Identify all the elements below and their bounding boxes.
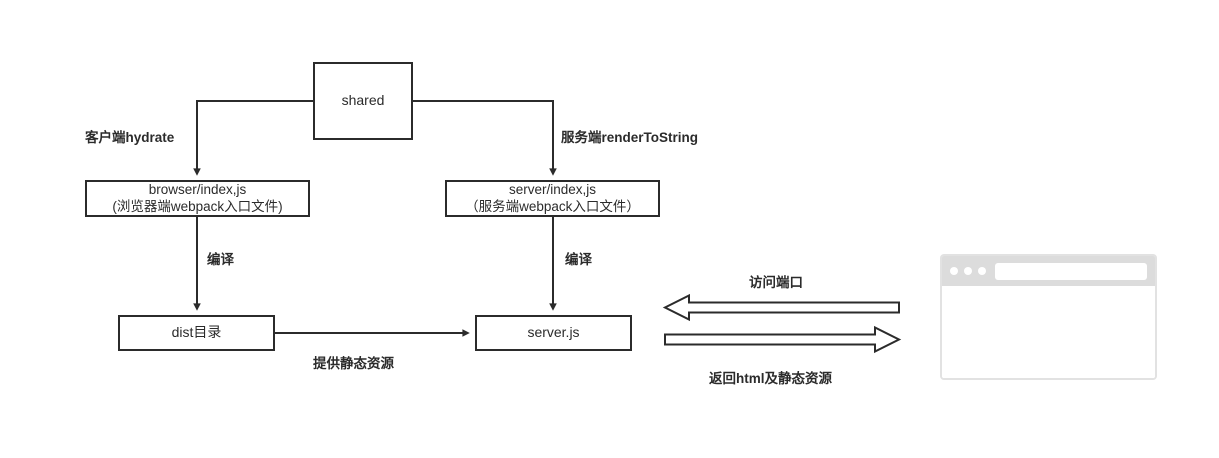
edge-label-access-port: 访问端口 <box>749 275 803 290</box>
edge-label-return-html: 返回html及静态资源 <box>709 371 832 386</box>
node-shared-label: shared <box>341 92 385 109</box>
node-server-entry-line1: server/index,js <box>508 181 597 197</box>
edge-label-compile-right: 编译 <box>565 252 592 267</box>
browser-traffic-lights <box>950 267 986 275</box>
edge-label-serve-static: 提供静态资源 <box>313 356 394 371</box>
browser-window-mockup <box>940 254 1157 380</box>
browser-minimize-dot-icon[interactable] <box>964 267 972 275</box>
edge-shared-to-browser-entry <box>193 100 313 176</box>
node-browser-entry-line1: browser/index,js <box>148 181 247 197</box>
edge-label-server-render: 服务端renderToString <box>561 130 699 145</box>
edge-label-client-hydrate: 客户端hydrate <box>85 130 175 145</box>
node-server-entry-line2: （服务端webpack入口文件） <box>465 198 640 214</box>
node-server-js: server.js <box>475 315 632 351</box>
browser-url-input[interactable] <box>995 262 1147 280</box>
node-dist-directory: dist目录 <box>118 315 275 351</box>
edge-shared-to-server-entry <box>413 100 557 176</box>
browser-titlebar <box>942 256 1155 286</box>
browser-content-area <box>942 286 1155 378</box>
block-arrow-access-port <box>662 293 900 322</box>
edge-label-compile-left: 编译 <box>207 252 234 267</box>
browser-close-dot-icon[interactable] <box>950 267 958 275</box>
node-browser-entry-line2: (浏览器端webpack入口文件) <box>112 198 283 214</box>
node-browser-entry: browser/index,js (浏览器端webpack入口文件) <box>85 180 310 217</box>
node-server-entry: server/index,js （服务端webpack入口文件） <box>445 180 660 217</box>
node-dist-label: dist目录 <box>171 324 222 341</box>
block-arrow-return-html <box>664 325 902 354</box>
browser-maximize-dot-icon[interactable] <box>978 267 986 275</box>
node-shared: shared <box>313 62 413 140</box>
node-server-js-label: server.js <box>527 324 580 341</box>
